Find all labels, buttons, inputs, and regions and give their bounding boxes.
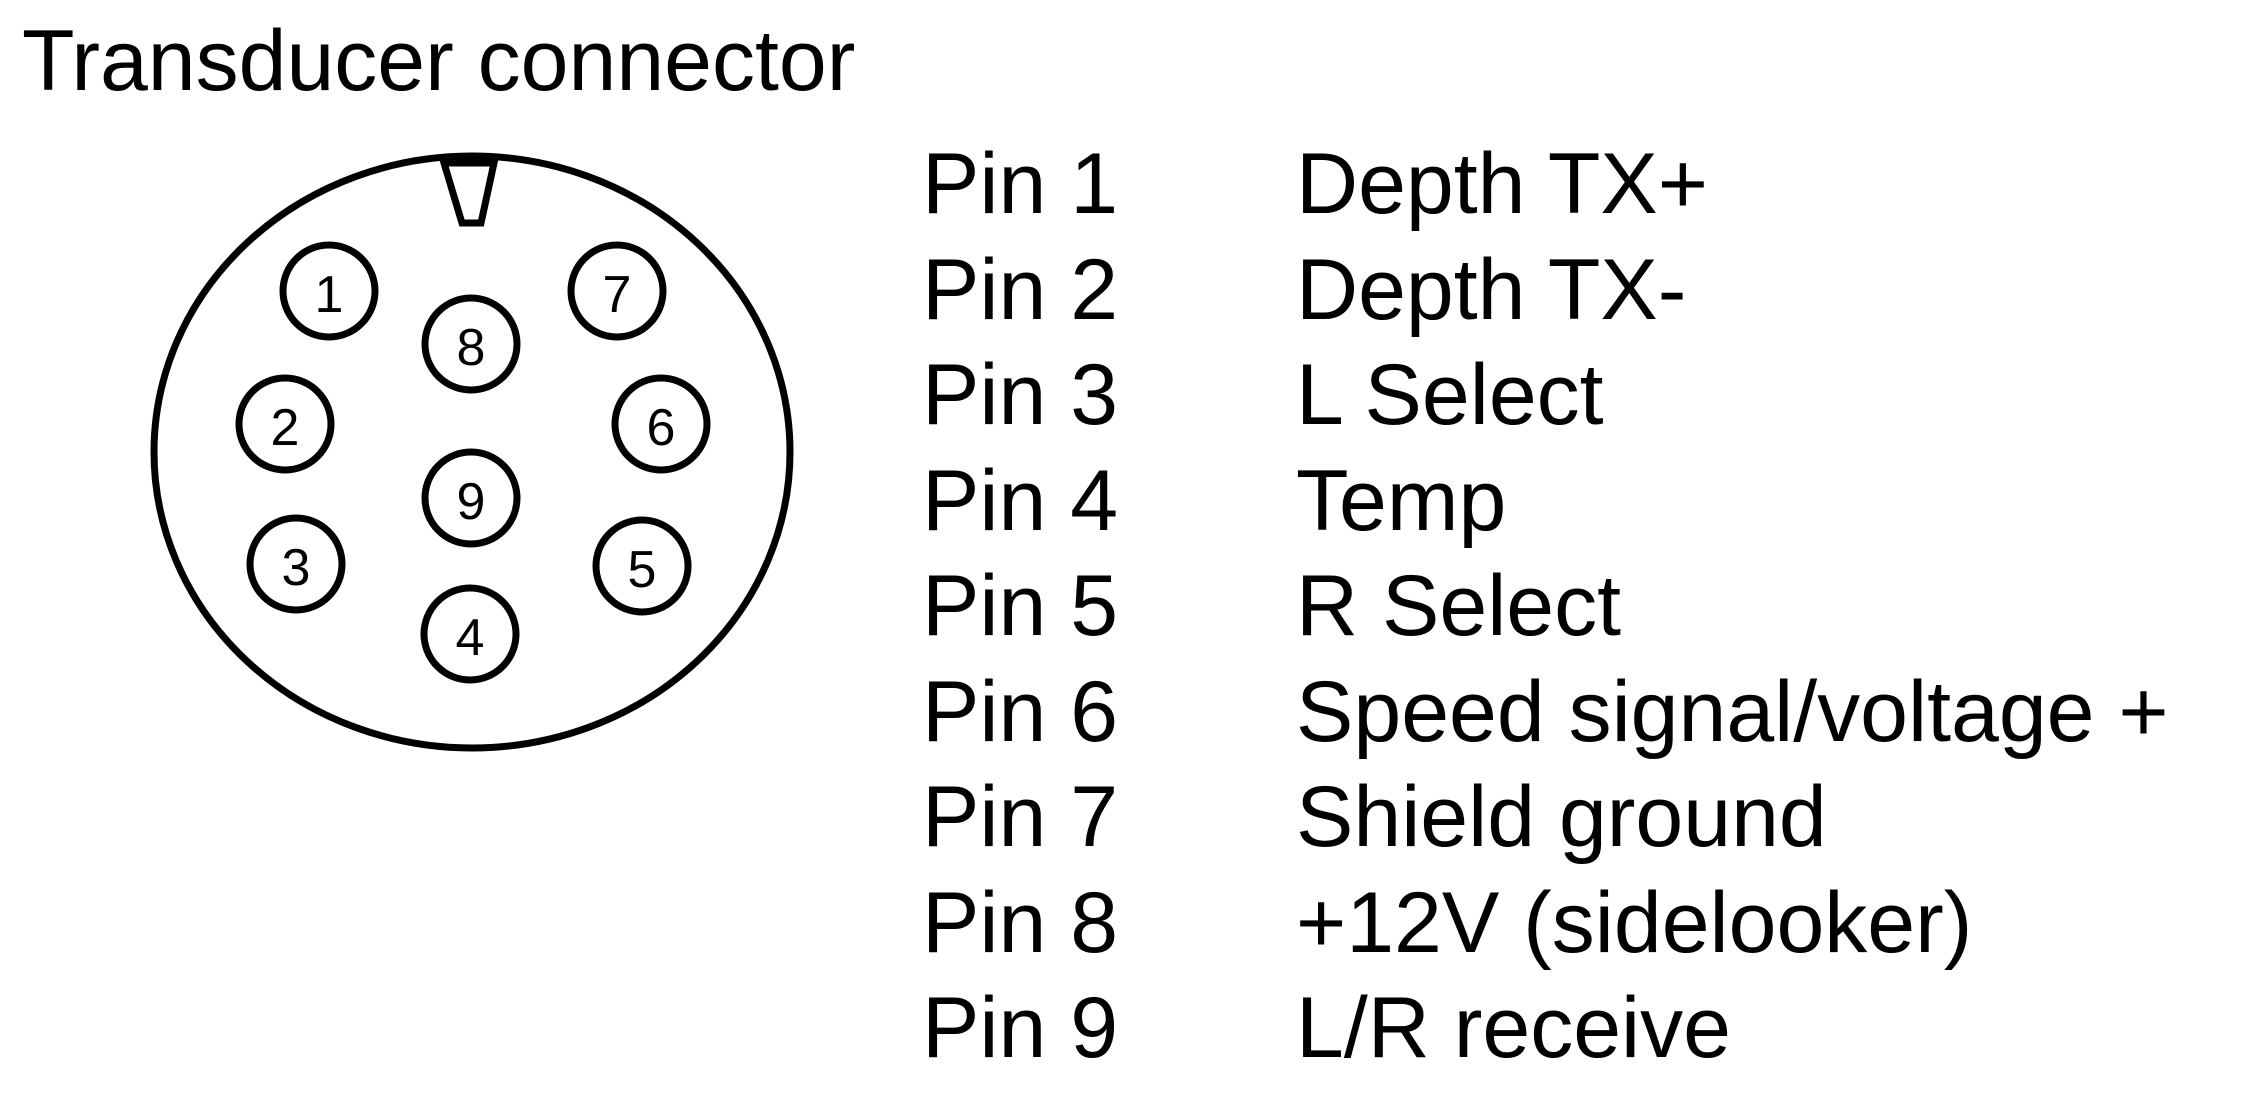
connector-diagram: 1 2 3 4 5 6 7 8 9 bbox=[150, 152, 794, 752]
pinout-row-4: Pin 4 Temp bbox=[922, 449, 2169, 555]
connector-outline bbox=[150, 152, 794, 752]
pinout-row-2: Pin 2 Depth TX- bbox=[922, 238, 2169, 344]
pin-4-label: 4 bbox=[456, 609, 485, 667]
key-notch bbox=[439, 159, 499, 227]
pin-label: Pin 3 bbox=[922, 347, 1119, 443]
pin-5-label: 5 bbox=[628, 541, 657, 599]
pin-6: 6 bbox=[611, 374, 711, 474]
pinout-row-1: Pin 1 Depth TX+ bbox=[922, 132, 2169, 238]
pin-function: Shield ground bbox=[1296, 769, 1827, 865]
pin-function: L/R receive bbox=[1296, 980, 1731, 1076]
pin-6-label: 6 bbox=[647, 399, 676, 457]
pin-function: L Select bbox=[1296, 347, 1604, 443]
pin-9-label: 9 bbox=[457, 473, 486, 531]
pin-1: 1 bbox=[279, 241, 379, 341]
diagram-title: Transducer connector bbox=[22, 13, 856, 109]
pin-function: Speed signal/voltage + bbox=[1296, 663, 2169, 760]
pin-7: 7 bbox=[567, 241, 667, 341]
pinout-row-6: Pin 6 Speed signal/voltage + bbox=[922, 660, 2169, 766]
pinout-row-9: Pin 9 L/R receive bbox=[922, 976, 2169, 1082]
pinout-row-7: Pin 7 Shield ground bbox=[922, 765, 2169, 871]
pin-function: R Select bbox=[1296, 558, 1622, 654]
pin-label: Pin 1 bbox=[922, 136, 1119, 232]
pin-function: Temp bbox=[1296, 452, 1507, 549]
pinout-row-3: Pin 3 L Select bbox=[922, 343, 2169, 449]
pin-5: 5 bbox=[592, 516, 692, 616]
pin-9: 9 bbox=[421, 448, 521, 548]
pin-8-label: 8 bbox=[457, 319, 486, 377]
pin-label: Pin 4 bbox=[922, 452, 1119, 549]
pinout-row-5: Pin 5 R Select bbox=[922, 554, 2169, 660]
pin-function: Depth TX- bbox=[1296, 241, 1687, 338]
pin-1-label: 1 bbox=[315, 266, 344, 324]
pin-3-label: 3 bbox=[282, 539, 311, 597]
pin-function: Depth TX+ bbox=[1296, 136, 1708, 232]
pin-2-label: 2 bbox=[271, 399, 300, 457]
pin-label: Pin 8 bbox=[922, 874, 1119, 971]
pin-8: 8 bbox=[421, 294, 521, 394]
pin-label: Pin 2 bbox=[922, 241, 1119, 338]
pin-3: 3 bbox=[246, 514, 346, 614]
pin-7-label: 7 bbox=[603, 266, 632, 324]
pin-label: Pin 6 bbox=[922, 663, 1119, 760]
pin-function: +12V (sidelooker) bbox=[1296, 874, 1973, 971]
pinout-row-8: Pin 8 +12V (sidelooker) bbox=[922, 871, 2169, 977]
pin-4: 4 bbox=[420, 584, 520, 684]
pinout-table: Pin 1 Depth TX+ Pin 2 Depth TX- Pin 3 L … bbox=[922, 132, 2169, 1082]
pin-2: 2 bbox=[235, 374, 335, 474]
pin-label: Pin 7 bbox=[922, 769, 1119, 865]
pin-label: Pin 9 bbox=[922, 980, 1119, 1076]
pin-label: Pin 5 bbox=[922, 558, 1119, 654]
